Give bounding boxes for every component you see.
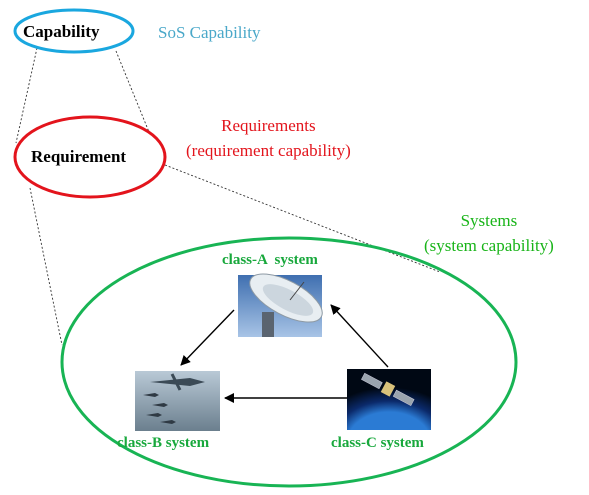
capability-ellipse [13, 8, 135, 54]
requirement-label: Requirement [31, 147, 127, 166]
dashed-connectors [15, 47, 441, 346]
satellite-icon [347, 369, 431, 430]
class-b-system-label: class-B system [117, 435, 210, 451]
class-a-system-label: class-A system [222, 252, 318, 268]
sos-capability-label: SoS Capability [158, 23, 261, 42]
systems-note-line1: Systems [460, 211, 518, 230]
requirements-note-line2: (requirement capability) [186, 141, 351, 160]
systems-note-line2: (system capability) [424, 236, 554, 255]
class-c-system-label: class-C system [331, 435, 424, 451]
system-arrows [180, 304, 389, 403]
aircraft-formation-icon [135, 371, 220, 431]
systems-note: Systems (system capability) [424, 208, 554, 258]
satellite-dish-icon [238, 273, 323, 337]
requirements-note-line1: Requirements [221, 116, 316, 135]
requirements-note: Requirements (requirement capability) [186, 113, 351, 163]
requirement-ellipse [13, 115, 167, 199]
systems-ellipse [60, 236, 518, 488]
capability-label: Capability [23, 22, 100, 41]
